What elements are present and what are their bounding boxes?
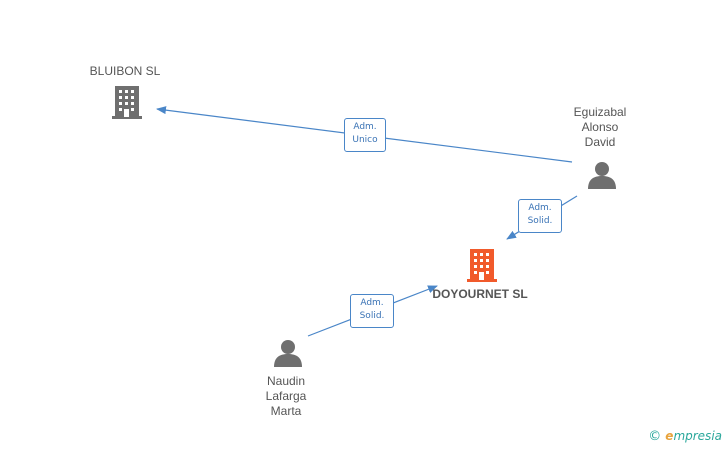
naudin-label[interactable]: Naudin Lafarga Marta [246,374,326,419]
role-text: Adm. [353,122,377,132]
naudin-label-line: Naudin [266,374,306,388]
bluibon-building-icon[interactable] [112,86,142,119]
role-box-naudin-doyournet[interactable]: Adm. Solid. [350,294,394,328]
bluibon-label[interactable]: BLUIBON SL [89,64,161,78]
eguizabal-label[interactable]: Eguizabal Alonso David [560,105,640,150]
role-box-eguizabal-bluibon[interactable]: Adm. Unico [344,118,386,152]
role-box-eguizabal-doyournet[interactable]: Adm. Solid. [518,199,562,233]
role-text: Unico [352,135,378,145]
eguizabal-label-line: Eguizabal [573,105,627,119]
role-text: Adm. [528,203,552,213]
naudin-label-line: Marta [270,404,302,418]
empresia-logo-initial: e [665,429,674,443]
eguizabal-label-line: David [584,135,616,149]
eguizabal-label-line: Alonso [581,120,619,134]
doyournet-label[interactable]: DOYOURNET SL [432,287,528,301]
naudin-label-line: Lafarga [265,389,307,403]
empresia-logo-text: mpresia [673,429,722,443]
role-text: Adm. [360,298,384,308]
role-text: Solid. [527,216,553,226]
doyournet-building-icon[interactable] [467,249,497,282]
copyright-icon: © [648,429,662,444]
empresia-brand[interactable]: ©empresia [648,429,722,444]
role-text: Solid. [359,311,385,321]
eguizabal-person-icon[interactable] [588,162,616,189]
naudin-person-icon[interactable] [274,340,302,367]
